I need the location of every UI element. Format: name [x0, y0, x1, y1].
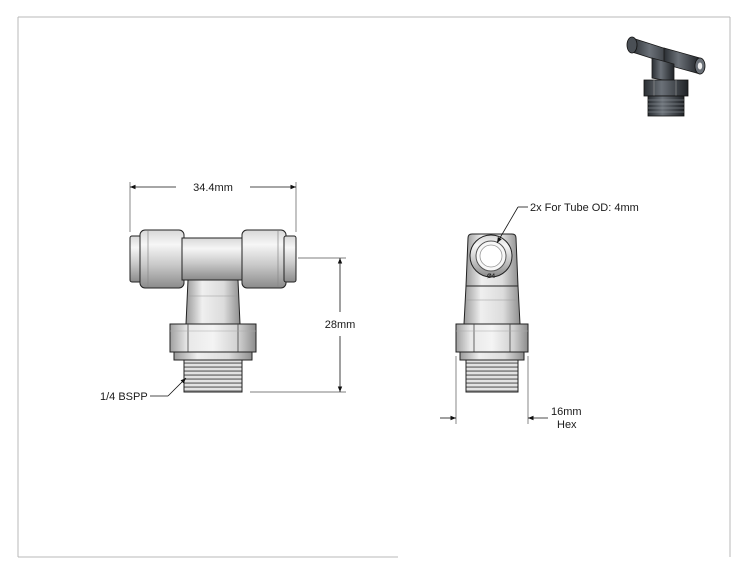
height-dimension: [250, 257, 346, 393]
hex-dimension-label: 16mm: [551, 406, 582, 418]
isometric-preview: [626, 36, 706, 117]
front-view: [129, 229, 297, 393]
height-dimension-label: 28mm: [325, 319, 356, 331]
side-view: Ø4: [455, 233, 529, 393]
tube-note-label: 2x For Tube OD: 4mm: [530, 202, 639, 214]
width-dimension-label: 34.4mm: [193, 182, 233, 194]
hex-label: Hex: [557, 419, 577, 431]
hex-dimension: [440, 356, 548, 424]
sheet-border: [17, 16, 731, 558]
port-marking: Ø4: [487, 274, 496, 280]
thread-label: 1/4 BSPP: [100, 391, 148, 403]
thread-leader: [150, 377, 187, 397]
tube-leader: [496, 206, 528, 244]
width-dimension: [129, 182, 297, 232]
